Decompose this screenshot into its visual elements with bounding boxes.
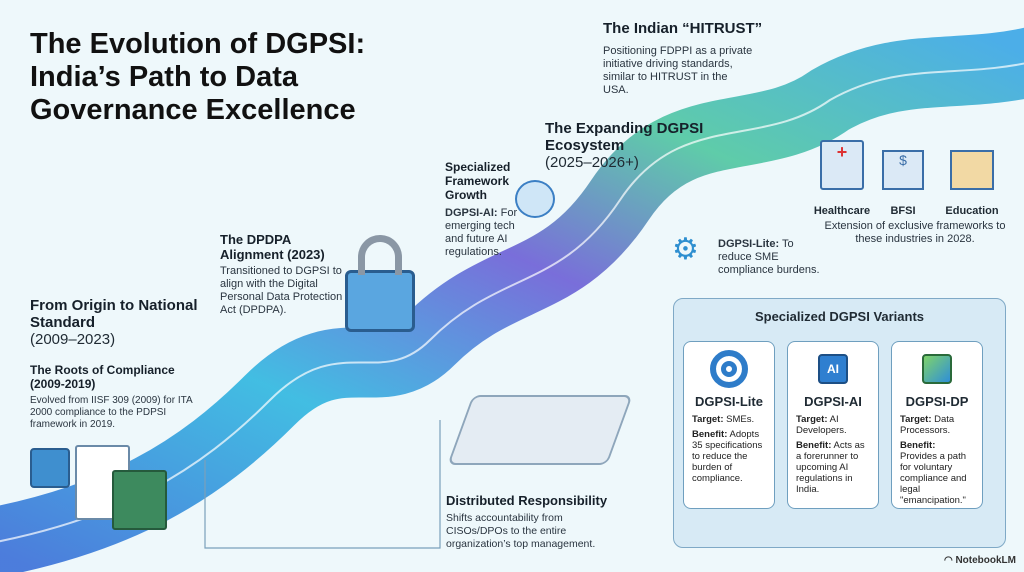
framework-growth-heading: Specialized Framework Growth bbox=[445, 160, 511, 202]
roots-section: The Roots of Compliance (2009-2019) Evol… bbox=[30, 363, 195, 431]
target-label: Target: bbox=[692, 414, 724, 425]
gears-icon: ⚙ bbox=[672, 233, 699, 266]
variant-card-dp: DGPSI-DP Target: Data Processors. Benefi… bbox=[891, 341, 983, 509]
target-label: Target: bbox=[900, 414, 932, 425]
variant-target: AI Developers. bbox=[796, 414, 847, 436]
variant-benefit: Adopts 35 specifications to reduce the b… bbox=[692, 429, 763, 484]
roots-heading: The Roots of Compliance (2009-2019) bbox=[30, 363, 175, 391]
industry-healthcare: Healthcare bbox=[813, 205, 871, 217]
industry-bfsi: BFSI bbox=[890, 205, 916, 217]
lite-note: DGPSI-Lite: To reduce SME compliance bur… bbox=[718, 238, 828, 277]
origin-section: From Origin to National Standard (2009–2… bbox=[30, 297, 210, 348]
ecosystem-heading: The Expanding DGPSI Ecosystem bbox=[545, 120, 704, 154]
variant-name: DGPSI-Lite bbox=[695, 394, 763, 409]
ecosystem-years: (2025–2026+) bbox=[545, 154, 639, 171]
notebooklm-icon: ◠ bbox=[943, 555, 956, 566]
industries-text: Extension of exclusive frameworks to the… bbox=[824, 220, 1006, 245]
benefit-label: Benefit: bbox=[692, 429, 728, 440]
industries-section: + $ Healthcare BFSI Education Extension … bbox=[810, 0, 1024, 250]
framework-growth-text: For emerging tech and future AI regulati… bbox=[445, 207, 518, 258]
school-icon bbox=[950, 150, 994, 190]
target-icon bbox=[710, 350, 748, 388]
hitrust-text: Positioning FDPPI as a private initiativ… bbox=[603, 45, 753, 96]
hitrust-heading: The Indian “HITRUST” bbox=[603, 20, 763, 37]
distributed-section: Distributed Responsibility Shifts accoun… bbox=[446, 493, 626, 551]
distributed-heading: Distributed Responsibility bbox=[446, 493, 608, 508]
variant-benefit: Acts as a forerunner to upcoming AI regu… bbox=[796, 440, 865, 495]
meeting-illustration bbox=[447, 395, 633, 465]
roots-text: Evolved from IISF 309 (2009) for ITA 200… bbox=[30, 395, 193, 430]
page-title: The Evolution of DGPSI: India’s Path to … bbox=[30, 28, 366, 126]
ai-chip-icon: AI bbox=[818, 354, 848, 384]
variant-benefit: Provides a path for voluntary compliance… bbox=[900, 451, 967, 506]
origin-years: (2009–2023) bbox=[30, 331, 116, 348]
dgpsi-ai-label: DGPSI-AI: bbox=[445, 207, 498, 219]
origin-heading: From Origin to National Standard bbox=[30, 297, 198, 331]
variants-title: Specialized DGPSI Variants bbox=[754, 309, 925, 324]
target-label: Target: bbox=[796, 414, 828, 425]
distributed-text: Shifts accountability from CISOs/DPOs to… bbox=[446, 512, 596, 550]
dpdpa-section: The DPDPA Alignment (2023) Transitioned … bbox=[220, 232, 345, 317]
industry-education: Education bbox=[945, 205, 999, 217]
notebooklm-logo: ◠ NotebookLM bbox=[944, 555, 1016, 566]
lite-note-text: To reduce SME compliance burdens. bbox=[718, 238, 820, 276]
dpdpa-heading: The DPDPA Alignment (2023) bbox=[220, 232, 325, 262]
hitrust-section: The Indian “HITRUST” Positioning FDPPI a… bbox=[603, 20, 803, 97]
book-icon bbox=[112, 470, 167, 530]
ecosystem-section: The Expanding DGPSI Ecosystem (2025–2026… bbox=[545, 120, 705, 171]
variant-card-lite: DGPSI-Lite Target: SMEs. Benefit: Adopts… bbox=[683, 341, 775, 509]
variant-name: DGPSI-DP bbox=[905, 394, 969, 409]
brain-icon bbox=[515, 180, 555, 218]
padlock-icon bbox=[345, 235, 415, 332]
variant-card-ai: AI DGPSI-AI Target: AI Developers. Benef… bbox=[787, 341, 879, 509]
benefit-label: Benefit: bbox=[900, 440, 936, 451]
variant-name: DGPSI-AI bbox=[804, 394, 862, 409]
framework-growth-section: Specialized Framework Growth DGPSI-AI: F… bbox=[445, 160, 525, 259]
hospital-icon: + bbox=[820, 140, 864, 190]
dpdpa-text: Transitioned to DGPSI to align with the … bbox=[220, 265, 343, 316]
chip-icon bbox=[30, 448, 70, 488]
lite-note-label: DGPSI-Lite: bbox=[718, 238, 780, 250]
bank-icon: $ bbox=[882, 150, 924, 190]
processor-chip-icon bbox=[922, 354, 952, 384]
benefit-label: Benefit: bbox=[796, 440, 832, 451]
brand-label: NotebookLM bbox=[955, 555, 1016, 566]
variant-target: SMEs. bbox=[726, 414, 755, 425]
variants-panel: Specialized DGPSI Variants DGPSI-Lite Ta… bbox=[673, 298, 1006, 548]
variant-target: Data Processors. bbox=[900, 414, 955, 436]
